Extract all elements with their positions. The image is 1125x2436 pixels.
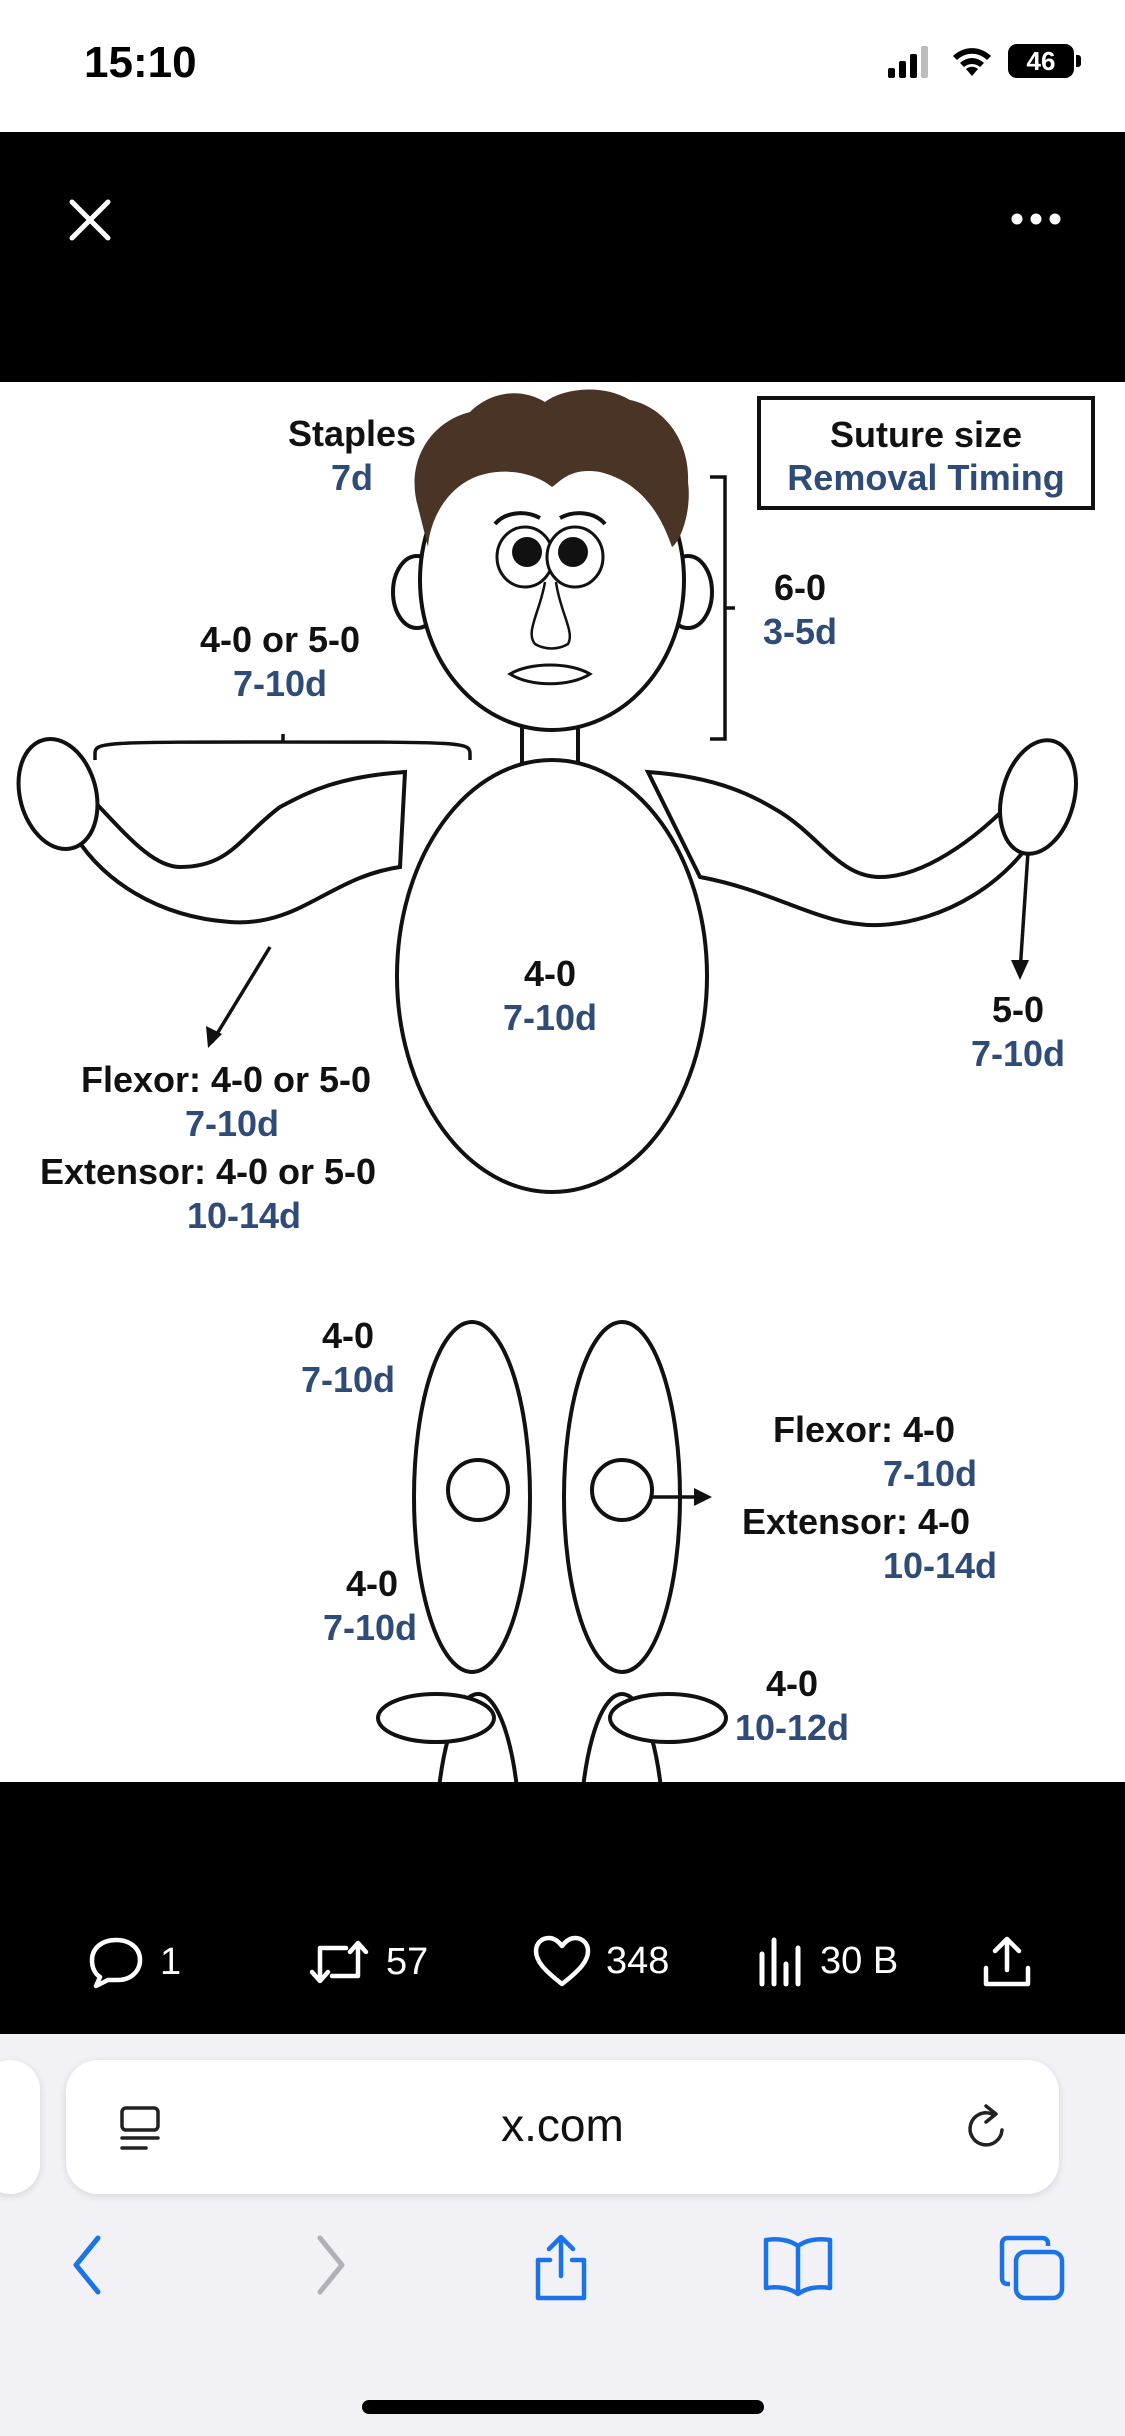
views-icon — [759, 1937, 801, 1987]
foot-timing: 10-12d — [735, 1707, 849, 1748]
right-knee — [590, 1458, 654, 1522]
knee-flexor-timing: 7-10d — [883, 1453, 977, 1494]
share-page-icon[interactable] — [528, 2232, 594, 2304]
views-count: 30 B — [820, 1939, 899, 1982]
thigh-size: 4-0 — [322, 1315, 374, 1356]
reply-icon — [89, 1937, 143, 1989]
url-text[interactable]: x.com — [501, 2099, 624, 2151]
home-indicator[interactable] — [362, 2400, 764, 2414]
legend-timing: Removal Timing — [787, 457, 1064, 498]
back-icon[interactable] — [66, 2232, 110, 2298]
repost-button[interactable]: 57 — [306, 1934, 428, 1990]
left-arm — [67, 769, 408, 925]
flexor-timing: 7-10d — [185, 1103, 279, 1144]
battery-icon: 46 — [1008, 44, 1081, 78]
status-bar: 15:10 46 — [0, 0, 1125, 132]
suture-diagram: Suture size Removal Timing Staples 7d 6-… — [0, 382, 1125, 1996]
close-icon[interactable] — [68, 198, 112, 242]
right-foot — [608, 1692, 728, 1744]
views-button[interactable]: 30 B — [756, 1934, 898, 1988]
hair — [414, 389, 689, 547]
hand-timing: 7-10d — [971, 1033, 1065, 1074]
knee-extensor-size: Extensor: 4-0 — [742, 1501, 970, 1542]
foot-size: 4-0 — [766, 1663, 818, 1704]
reply-count: 1 — [160, 1940, 182, 1983]
face-size: 6-0 — [774, 567, 826, 608]
address-bar[interactable]: x.com — [66, 2060, 1059, 2194]
like-count: 348 — [606, 1939, 670, 1982]
status-icons: 46 — [886, 44, 1081, 78]
left-knee — [446, 1458, 510, 1522]
repost-count: 57 — [386, 1940, 429, 1983]
knee-flexor-size: Flexor: 4-0 — [773, 1409, 955, 1450]
browser-toolbar: x.com — [0, 2034, 1125, 2436]
like-button[interactable]: 348 — [532, 1934, 669, 1988]
face-timing: 3-5d — [763, 611, 837, 652]
share-post-button[interactable] — [980, 1934, 1034, 1990]
lower-leg-size: 4-0 — [346, 1563, 398, 1604]
extensor-timing: 10-14d — [187, 1195, 301, 1236]
bookmarks-icon[interactable] — [760, 2232, 836, 2298]
signal-icon — [888, 46, 928, 78]
hand-size: 5-0 — [992, 989, 1044, 1030]
right-hand — [998, 738, 1078, 856]
extensor-size: Extensor: 4-0 or 5-0 — [40, 1151, 376, 1192]
legend-box — [757, 396, 1095, 510]
status-time: 15:10 — [84, 38, 197, 87]
lower-leg-timing: 7-10d — [323, 1607, 417, 1648]
trunk-timing: 7-10d — [503, 997, 597, 1038]
arm-timing: 7-10d — [233, 663, 327, 704]
trunk-size: 4-0 — [524, 953, 576, 994]
face-bracket — [710, 475, 735, 741]
reply-button[interactable]: 1 — [86, 1934, 181, 1990]
repost-icon — [309, 1940, 369, 1984]
forward-icon[interactable] — [308, 2232, 352, 2298]
flexor-size: Flexor: 4-0 or 5-0 — [81, 1059, 371, 1100]
share-icon — [983, 1936, 1031, 1987]
knee-extensor-timing: 10-14d — [883, 1545, 997, 1586]
left-foot — [376, 1692, 496, 1744]
wifi-icon — [953, 48, 991, 76]
media-top-bar — [0, 132, 1125, 382]
arm-size: 4-0 or 5-0 — [200, 619, 360, 660]
right-arm — [644, 769, 1043, 928]
heart-icon — [533, 1935, 591, 1987]
reload-icon[interactable] — [962, 2102, 1012, 2154]
scalp-size: Staples — [288, 413, 416, 454]
body-figure: Suture size Removal Timing Staples 7d 6-… — [16, 389, 1095, 1996]
arm-bracket — [93, 734, 472, 760]
previous-tab-pill[interactable] — [0, 2060, 40, 2194]
thigh-timing: 7-10d — [301, 1359, 395, 1400]
left-hand — [16, 737, 100, 851]
battery-level: 46 — [1008, 44, 1074, 78]
page-menu-icon[interactable] — [116, 2102, 164, 2154]
scalp-timing: 7d — [331, 457, 373, 498]
torso — [395, 758, 709, 1194]
tabs-icon[interactable] — [996, 2232, 1068, 2304]
post-actions: 1 57 348 30 B — [0, 1920, 1125, 2010]
legend-size: Suture size — [830, 414, 1022, 455]
more-icon[interactable] — [1010, 212, 1062, 226]
